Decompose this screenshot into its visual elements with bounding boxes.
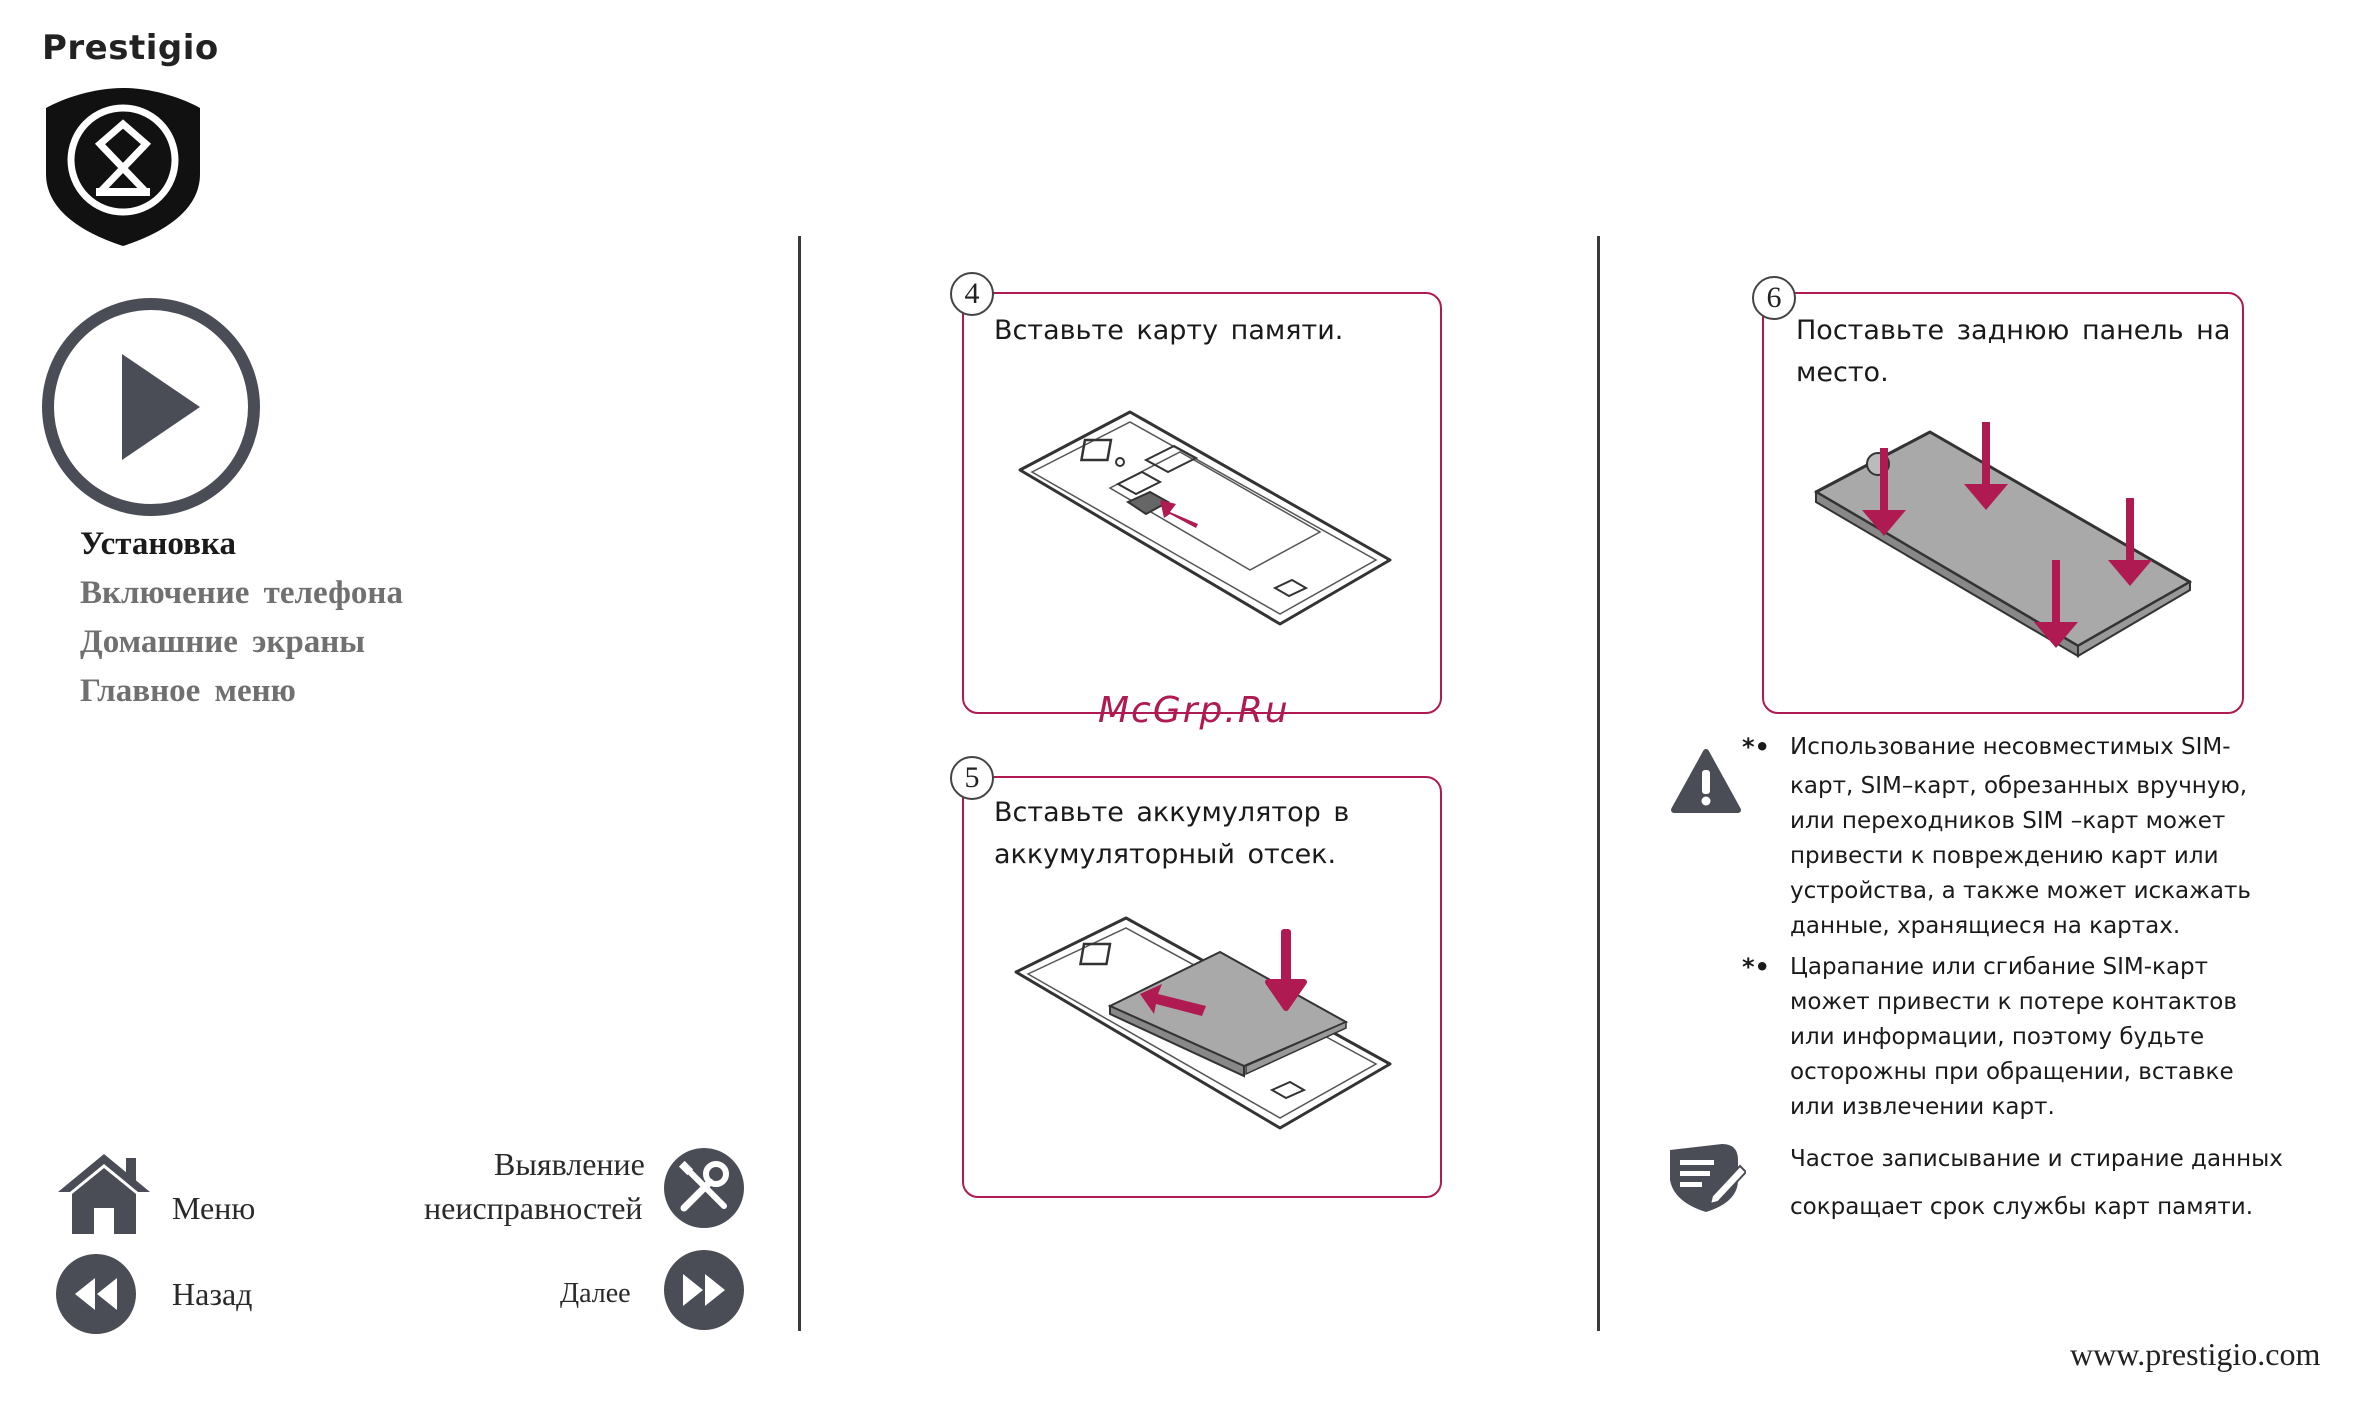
warning-line: данные, хранящиеся на картах. xyxy=(1790,913,2181,939)
step-5-number: 5 xyxy=(950,756,994,800)
step-5-text-line2: аккумуляторный отсек. xyxy=(994,839,1337,870)
troubleshoot-button[interactable] xyxy=(664,1148,744,1228)
note-text: Частое записывание и стирание данных сок… xyxy=(1790,1135,2310,1231)
warning-line: или информации, поэтому будьте xyxy=(1790,1024,2205,1050)
tools-icon xyxy=(678,1160,729,1212)
fast-forward-icon xyxy=(683,1274,725,1306)
nav-item-home-screens[interactable]: Домашние экраны xyxy=(80,624,366,660)
nav-item-power-on[interactable]: Включение телефона xyxy=(80,575,403,611)
phone-insert-card-illustration xyxy=(1018,410,1392,626)
warning-item: *• Использование несовместимых SIM- карт… xyxy=(1742,730,2310,944)
brand-logo-text: Prestigio xyxy=(42,28,219,68)
home-icon xyxy=(58,1154,150,1234)
play-section-icon xyxy=(42,298,260,516)
warning-line: может привести к потере контактов xyxy=(1790,989,2237,1015)
warning-line: Использование несовместимых SIM- xyxy=(1790,734,2231,760)
warning-line: устройства, а также может искажать xyxy=(1790,878,2251,904)
warning-line: или извлечении карт. xyxy=(1790,1094,2055,1120)
menu-button[interactable] xyxy=(54,1150,154,1236)
back-button[interactable] xyxy=(56,1254,136,1334)
warning-bullet: *• xyxy=(1742,733,1770,761)
nav-item-installation[interactable]: Установка xyxy=(80,526,236,562)
step-5-text-line1: Вставьте аккумулятор в xyxy=(994,797,1350,828)
warning-line: карт, SIM–карт, обрезанных вручную, xyxy=(1790,773,2248,799)
prestigio-shield-icon xyxy=(46,88,200,246)
troubleshoot-label-line2[interactable]: неисправностей xyxy=(424,1190,643,1226)
warning-item: *• Царапание или сгибание SIM-карт может… xyxy=(1742,950,2310,1125)
step-6-text-line2: место. xyxy=(1796,357,1889,388)
warning-line: Царапание или сгибание SIM-карт xyxy=(1790,954,2209,980)
next-button[interactable] xyxy=(664,1250,744,1330)
watermark-text: McGrp.Ru xyxy=(1098,690,1290,731)
phone-attach-back-cover-illustration xyxy=(1814,422,2192,658)
step-4-number: 4 xyxy=(950,272,994,316)
warning-bullet: *• xyxy=(1742,953,1770,981)
note-line: сокращает срок службы карт памяти. xyxy=(1790,1194,2254,1220)
back-label[interactable]: Назад xyxy=(172,1276,253,1312)
warning-line: или переходников SIM –карт может xyxy=(1790,808,2226,834)
next-label[interactable]: Далее xyxy=(560,1278,631,1309)
divider-left xyxy=(798,236,801,1331)
note-icon xyxy=(1670,1144,1746,1212)
menu-label[interactable]: Меню xyxy=(172,1190,256,1226)
step-6-text-line1: Поставьте заднюю панель на xyxy=(1796,315,2231,346)
warning-line: привести к повреждению карт или xyxy=(1790,843,2219,869)
rewind-icon xyxy=(75,1278,117,1310)
divider-right xyxy=(1597,236,1600,1331)
warning-icon xyxy=(1671,749,1741,813)
footer-website[interactable]: www.prestigio.com xyxy=(2070,1336,2321,1372)
phone-insert-battery-illustration xyxy=(1014,916,1392,1130)
warning-line: осторожны при обращении, вставке xyxy=(1790,1059,2234,1085)
note-line: Частое записывание и стирание данных xyxy=(1790,1146,2283,1172)
step-4-text: Вставьте карту памяти. xyxy=(994,315,1344,346)
step-6-number: 6 xyxy=(1752,276,1796,320)
troubleshoot-label-line1[interactable]: Выявление xyxy=(494,1146,645,1182)
nav-item-main-menu[interactable]: Главное меню xyxy=(80,673,296,709)
